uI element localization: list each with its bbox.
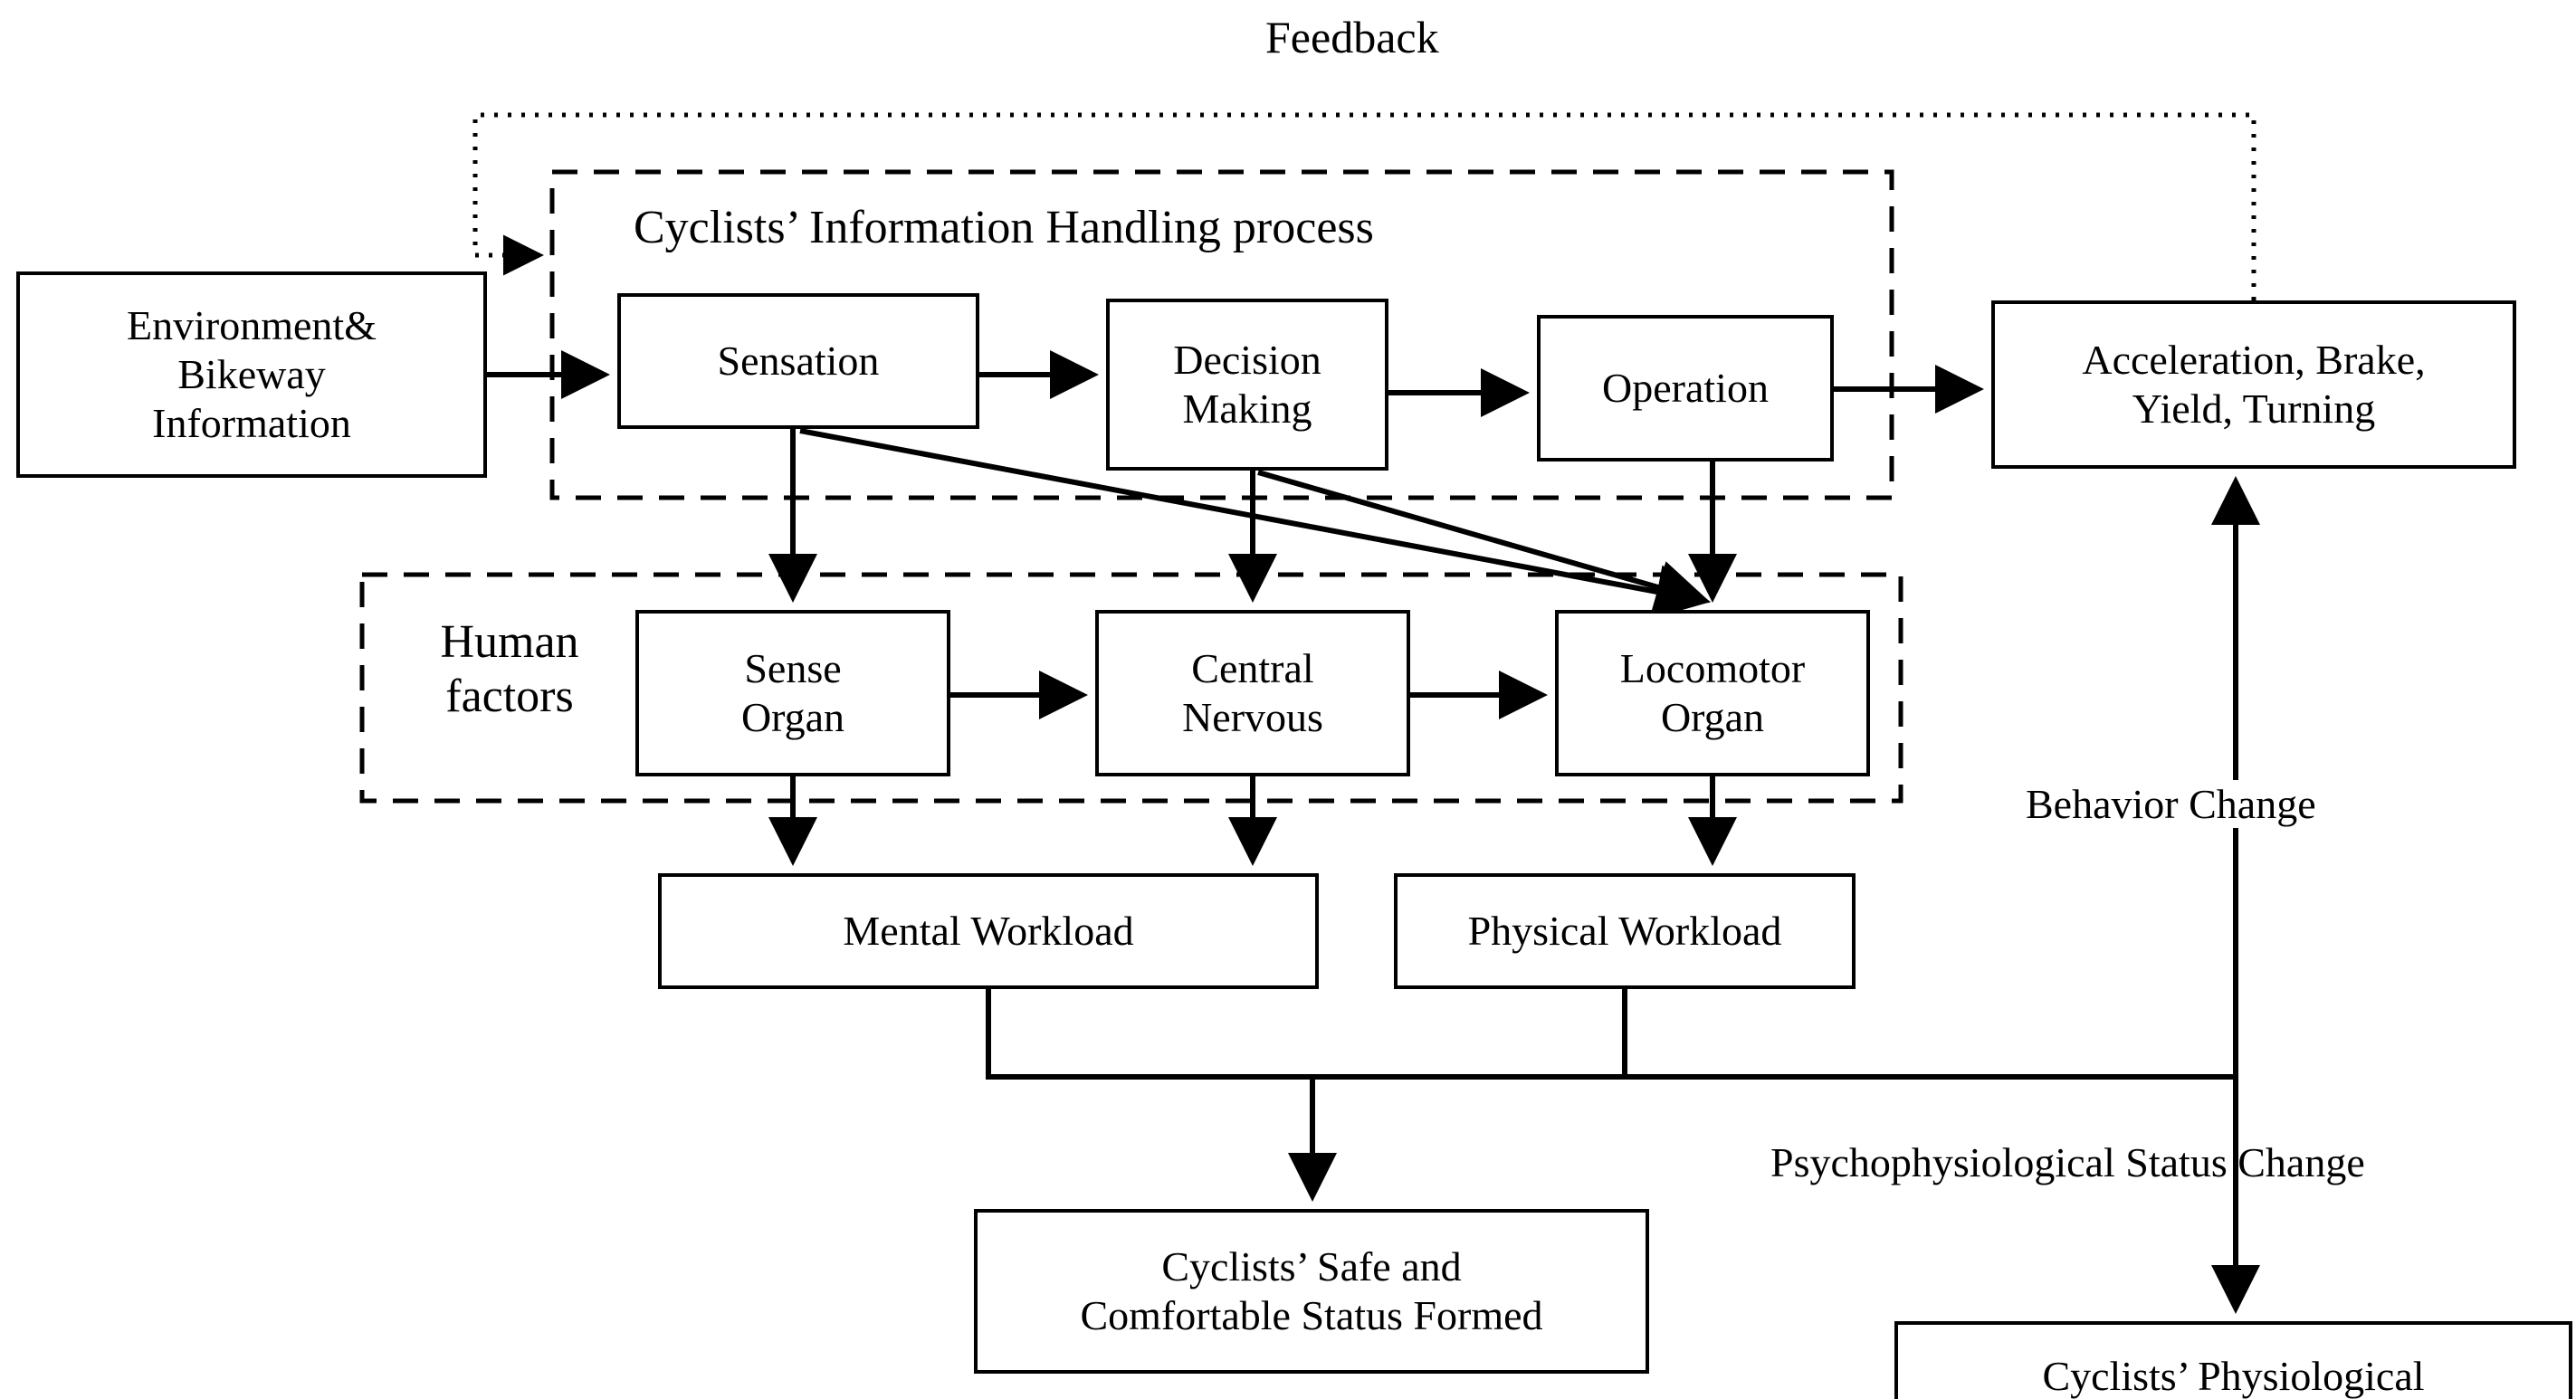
node-environment-bikeway-information[interactable]: Environment& Bikeway Information <box>16 271 487 478</box>
edge-decision-to-locomotor-diagonal <box>1257 470 1711 614</box>
node-locomotor-organ[interactable]: Locomotor Organ <box>1555 610 1870 776</box>
edge-sensation-to-locomotor-diagonal <box>799 428 1711 619</box>
feedback-title: Feedback <box>1265 12 1439 62</box>
node-mental-workload[interactable]: Mental Workload <box>658 873 1319 989</box>
edge-workload-merge-bus <box>986 989 2236 1080</box>
node-sensation[interactable]: Sensation <box>617 293 979 429</box>
node-sense-organ[interactable]: Sense Organ <box>635 610 950 776</box>
group-label-cyclists-process: Cyclists’ Information Handling process <box>634 202 1374 253</box>
group-cyclists-process-border <box>549 169 1894 500</box>
node-physical-workload[interactable]: Physical Workload <box>1394 873 1856 989</box>
node-cyclists-physiological-signal[interactable]: Cyclists’ Physiological Signal <box>1894 1321 2572 1399</box>
node-central-nervous[interactable]: Central Nervous <box>1095 610 1410 776</box>
edge-label-psychophysiological-status-change: Psychophysiological Status Change <box>1770 1139 2365 1185</box>
node-acceleration-brake-yield-turning[interactable]: Acceleration, Brake, Yield, Turning <box>1991 300 2516 469</box>
node-cyclists-safe-comfortable-status[interactable]: Cyclists’ Safe and Comfortable Status Fo… <box>974 1209 1649 1374</box>
group-label-human-factors: Human factors <box>440 616 579 722</box>
group-human-factors-border <box>359 572 1903 804</box>
edge-feedback-dotted <box>472 112 2256 300</box>
node-decision-making[interactable]: Decision Making <box>1106 299 1388 471</box>
edge-label-behavior-change: Behavior Change <box>2020 780 2322 828</box>
node-operation[interactable]: Operation <box>1537 315 1834 462</box>
